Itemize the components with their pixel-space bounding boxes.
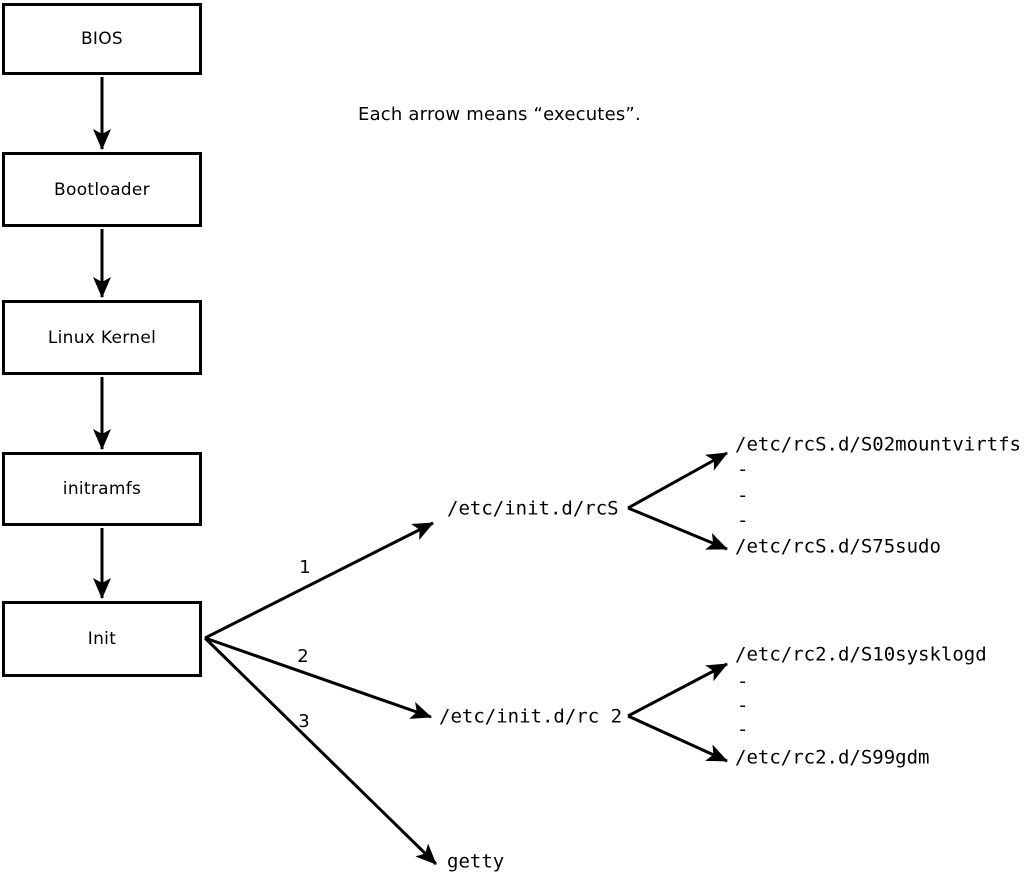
node-bios: BIOS bbox=[2, 3, 202, 75]
branch-number-3: 3 bbox=[298, 711, 310, 732]
node-bootloader-label: Bootloader bbox=[54, 179, 150, 200]
rc2-ellipsis-dash-1: - bbox=[737, 670, 749, 693]
arrow-init-to-getty bbox=[203, 636, 438, 866]
node-initramfs-label: initramfs bbox=[62, 479, 142, 499]
node-getty: getty bbox=[447, 850, 505, 873]
node-rcsd-s02mountvirtfs: /etc/rcS.d/S02mountvirtfs bbox=[735, 433, 1021, 456]
node-rc2d-s10sysklogd: /etc/rc2.d/S10sysklogd bbox=[735, 643, 987, 666]
arrow-rcs-to-s75sudo bbox=[627, 506, 728, 551]
node-init: Init bbox=[2, 601, 202, 677]
rc2-ellipsis-dash-3: - bbox=[737, 718, 749, 741]
legend-note: Each arrow means “executes”. bbox=[358, 104, 641, 125]
rcs-ellipsis-dash-1: - bbox=[737, 458, 749, 481]
rcs-ellipsis-dash-3: - bbox=[737, 509, 749, 532]
arrow-init-to-rc2 bbox=[204, 636, 432, 719]
node-etc-initd-rcs: /etc/init.d/rcS bbox=[447, 497, 619, 520]
arrow-rc2-to-s99gdm bbox=[627, 714, 728, 763]
arrow-init-to-rcs bbox=[204, 521, 434, 640]
node-etc-initd-rc2: /etc/init.d/rc 2 bbox=[439, 705, 623, 728]
node-initramfs: initramfs bbox=[2, 452, 202, 526]
node-linux-kernel: Linux Kernel bbox=[2, 300, 202, 375]
node-rcsd-s75sudo: /etc/rcS.d/S75sudo bbox=[735, 535, 941, 558]
rc2-ellipsis-dash-2: - bbox=[737, 694, 749, 717]
branch-number-1: 1 bbox=[299, 557, 311, 578]
node-rc2d-s99gdm: /etc/rc2.d/S99gdm bbox=[735, 746, 930, 769]
node-bootloader: Bootloader bbox=[2, 152, 202, 227]
node-init-label: Init bbox=[87, 629, 117, 649]
rcs-ellipsis-dash-2: - bbox=[737, 484, 749, 507]
node-bios-label: BIOS bbox=[80, 29, 124, 49]
branch-number-2: 2 bbox=[297, 646, 309, 667]
arrow-rc2-to-s10sysklogd bbox=[627, 662, 728, 718]
node-linux-kernel-label: Linux Kernel bbox=[47, 327, 157, 348]
arrow-rcs-to-s02mountvirtfs bbox=[627, 451, 728, 510]
